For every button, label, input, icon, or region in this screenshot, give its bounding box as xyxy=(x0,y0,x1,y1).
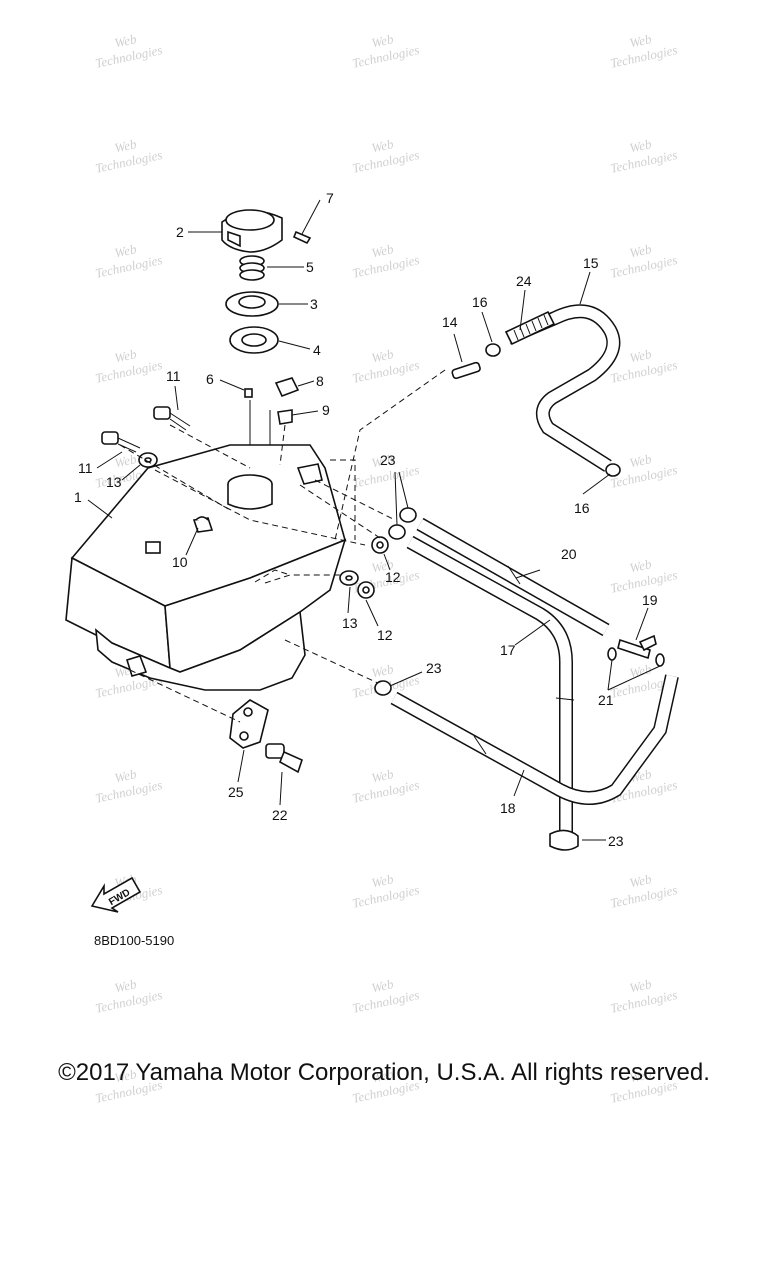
watermark-text-28: Web xyxy=(628,451,653,470)
callout-5: 5 xyxy=(306,259,314,275)
callout-labels: 1 2 3 4 5 6 7 8 9 10 11 11 12 12 13 13 1… xyxy=(74,190,658,849)
watermark-text-4: Web xyxy=(628,31,653,50)
watermark-text-54: Web xyxy=(113,976,138,995)
watermark-text-18: Web xyxy=(113,346,138,365)
callout-7: 7 xyxy=(326,190,334,206)
watermark-text-60: Web xyxy=(113,1066,138,1085)
watermark-text-64: Web xyxy=(628,1066,653,1085)
hardware xyxy=(101,361,481,774)
part-code: 8BD100-5190 xyxy=(94,933,174,948)
callout-10: 10 xyxy=(172,554,188,570)
callout-16b: 16 xyxy=(574,500,590,516)
watermark-text-56: Web xyxy=(370,976,395,995)
watermark-text-58: Web xyxy=(628,976,653,995)
watermark-text-24: Web xyxy=(113,451,138,470)
callout-12b: 12 xyxy=(377,627,393,643)
callout-2: 2 xyxy=(176,224,184,240)
callout-22: 22 xyxy=(272,807,288,823)
callout-19: 19 xyxy=(642,592,658,608)
watermark-text-44: Web xyxy=(370,766,395,785)
callout-23b: 23 xyxy=(426,660,442,676)
callout-9: 9 xyxy=(322,402,330,418)
callout-18: 18 xyxy=(500,800,516,816)
callout-25: 25 xyxy=(228,784,244,800)
oil-tank xyxy=(65,444,347,691)
callout-4: 4 xyxy=(313,342,321,358)
watermark-text-34: Web xyxy=(628,556,653,575)
spring-guard xyxy=(504,310,556,346)
watermark-text-32: Web xyxy=(370,556,395,575)
watermark-text-26: Web xyxy=(370,451,395,470)
callout-13a: 13 xyxy=(106,474,122,490)
watermark-text-16: Web xyxy=(628,241,653,260)
watermark-text-50: Web xyxy=(370,871,395,890)
callout-21: 21 xyxy=(598,692,614,708)
watermark-text-8: Web xyxy=(370,136,395,155)
callout-6: 6 xyxy=(206,371,214,387)
callout-17: 17 xyxy=(500,642,516,658)
watermark-text-6: Web xyxy=(113,136,138,155)
callout-24: 24 xyxy=(516,273,532,289)
callout-11b: 11 xyxy=(78,460,93,476)
filler-cap-assembly xyxy=(221,209,312,480)
callout-23c: 23 xyxy=(608,833,624,849)
callout-15: 15 xyxy=(583,255,599,271)
copyright-notice: ©2017 Yamaha Motor Corporation, U.S.A. A… xyxy=(58,1059,710,1086)
watermark-text-0: Web xyxy=(113,31,138,50)
watermark-text-14: Web xyxy=(370,241,395,260)
callout-12a: 12 xyxy=(385,569,401,585)
watermark-text-22: Web xyxy=(628,346,653,365)
watermark-text-40: Web xyxy=(628,661,653,680)
callout-leaders xyxy=(87,199,661,841)
watermark-text-62: Web xyxy=(370,1066,395,1085)
watermark-text-20: Web xyxy=(370,346,395,365)
watermark-text-12: Web xyxy=(113,241,138,260)
callout-3: 3 xyxy=(310,296,318,312)
watermark-text-10: Web xyxy=(628,136,653,155)
watermark-text-52: Web xyxy=(628,871,653,890)
hoses xyxy=(374,304,679,851)
callout-13b: 13 xyxy=(342,615,358,631)
callout-11a: 11 xyxy=(166,368,181,384)
callout-16a: 16 xyxy=(472,294,488,310)
leader-lines xyxy=(119,369,446,723)
watermark-text-42: Web xyxy=(113,766,138,785)
watermark-text-38: Web xyxy=(370,661,395,680)
watermark-text-2: Web xyxy=(370,31,395,50)
callout-1: 1 xyxy=(74,489,82,505)
callout-8: 8 xyxy=(316,373,324,389)
callout-20: 20 xyxy=(561,546,577,562)
callout-14: 14 xyxy=(442,314,458,330)
callout-23a: 23 xyxy=(380,452,396,468)
